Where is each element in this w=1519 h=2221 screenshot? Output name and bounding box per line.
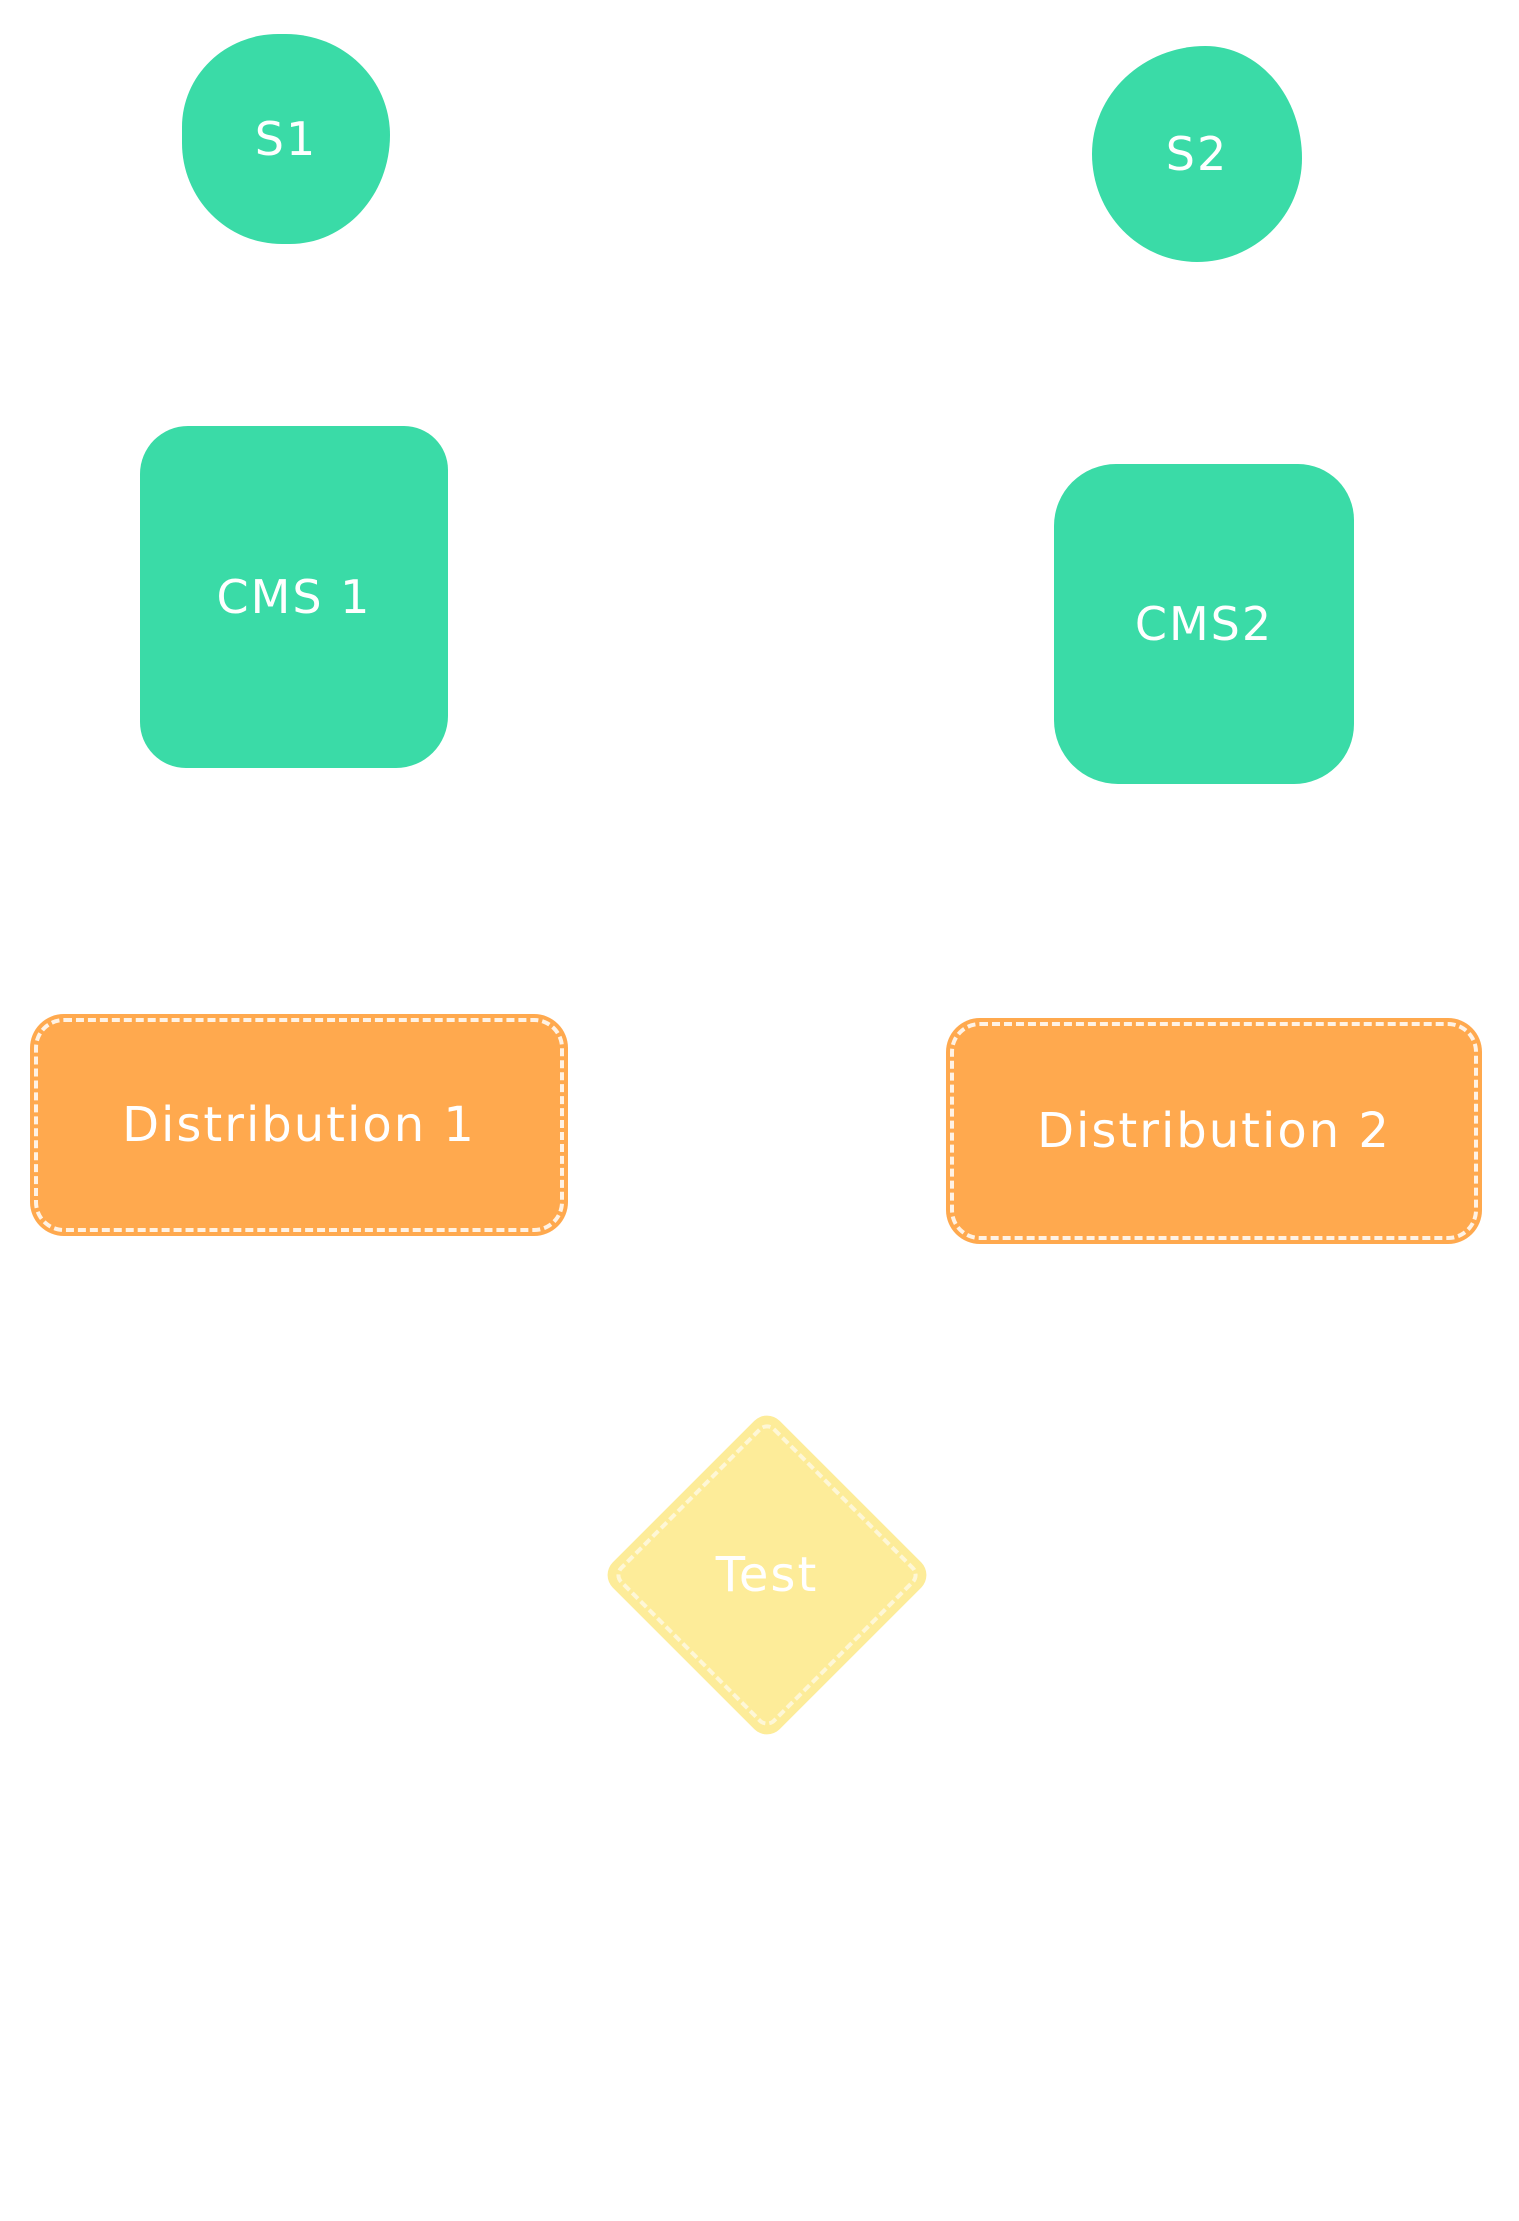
- node-s2[interactable]: S2: [1092, 46, 1302, 262]
- node-cms1[interactable]: CMS 1: [140, 426, 448, 768]
- node-test-label: Test: [715, 1547, 819, 1603]
- node-distribution-2-label: Distribution 2: [1037, 1103, 1391, 1159]
- node-distribution-2[interactable]: Distribution 2: [946, 1018, 1482, 1244]
- node-cms2[interactable]: CMS2: [1054, 464, 1354, 784]
- node-test[interactable]: Test: [592, 1402, 942, 1748]
- node-distribution-1[interactable]: Distribution 1: [30, 1014, 568, 1236]
- node-distribution-1-label: Distribution 1: [122, 1097, 476, 1153]
- node-cms1-label: CMS 1: [216, 570, 372, 624]
- node-s2-label: S2: [1165, 127, 1229, 181]
- node-s1[interactable]: S1: [182, 34, 390, 244]
- node-cms2-label: CMS2: [1134, 597, 1274, 651]
- node-s1-label: S1: [254, 112, 318, 166]
